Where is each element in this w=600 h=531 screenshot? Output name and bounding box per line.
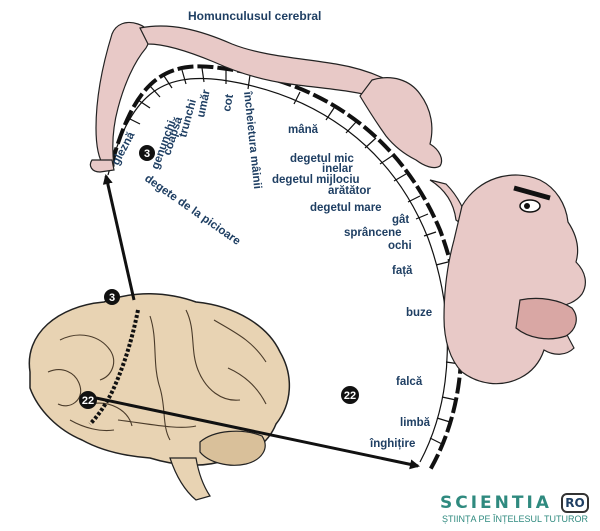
label-inghitire: înghițire [369, 438, 415, 450]
motor-cortex-strip [88, 309, 140, 426]
label-buze: buze [406, 307, 432, 319]
homunculus-hand [359, 77, 443, 169]
label-fata: față [392, 265, 413, 277]
label-degete-picioare: degete de la picioare [142, 173, 242, 248]
label-mana: mână [288, 124, 319, 136]
svg-text:3: 3 [144, 148, 150, 160]
arc-ticks [127, 67, 461, 445]
svg-text:22: 22 [344, 390, 356, 402]
badge-3-small: 3 [104, 289, 120, 305]
label-sprancene: sprâncene [344, 227, 402, 239]
badge-22-mid: 22 [341, 386, 359, 404]
label-limba: limbă [400, 417, 431, 429]
label-inelar: inelar [322, 163, 353, 175]
label-gat: gât [392, 214, 409, 226]
label-incheietura: încheietura mâinii [241, 90, 263, 189]
logo-brand: SCIENTIA [440, 493, 552, 513]
label-falca: falcă [396, 376, 423, 388]
homunculus-lips [515, 297, 577, 340]
cortex-inner-arc [107, 77, 448, 463]
arrow-right [95, 396, 420, 470]
label-deget-mijlociu: degetul mijlociu [272, 174, 360, 186]
logo-tagline: ȘTIINȚA PE ÎNȚELESUL TUTUROR [442, 514, 589, 524]
cerebellum [199, 430, 266, 466]
svg-text:22: 22 [82, 395, 94, 407]
brain-stem [169, 457, 211, 501]
brain-gyri [47, 309, 267, 441]
label-aratator: arătător [328, 185, 371, 197]
label-cot: cot [221, 93, 236, 112]
homunculus-legs [95, 21, 150, 167]
homunculus-body [89, 21, 586, 385]
label-deget-mic: degetul mic [290, 153, 355, 165]
logo-suffix: RO [561, 493, 589, 513]
homunculus-eyebrow [513, 185, 551, 201]
svg-text:3: 3 [109, 292, 115, 304]
label-umar: umăr [195, 88, 213, 119]
badge-22-brain: 22 [79, 391, 97, 409]
badge-3-top: 3 [139, 145, 155, 161]
arrow-up [102, 174, 136, 301]
homunculus-foot [89, 159, 115, 173]
homunculus-head [443, 174, 586, 385]
label-ochi: ochi [388, 240, 412, 252]
figure-title: Homunculusul cerebral [188, 9, 321, 23]
scientia-logo[interactable]: SCIENTIA RO ȘTIINȚA PE ÎNȚELESUL TUTUROR [440, 493, 592, 525]
brain-illustration [28, 293, 290, 501]
label-deget-mare: degetul mare [310, 202, 382, 214]
